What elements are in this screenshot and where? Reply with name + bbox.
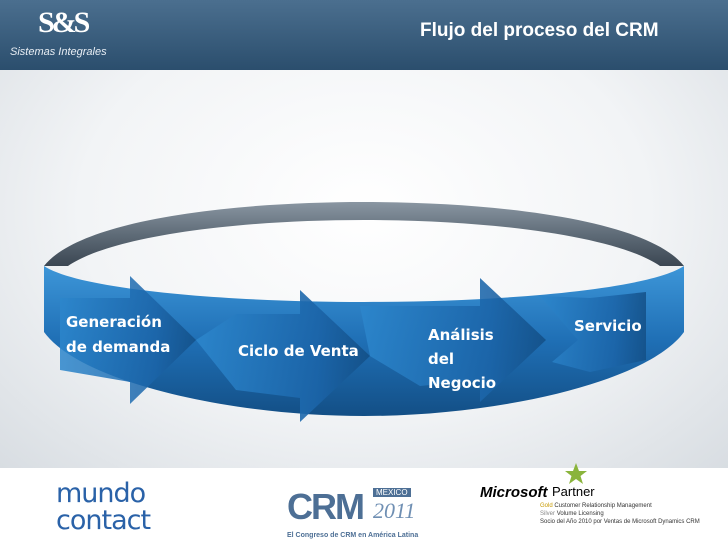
mundo-contact-logo: mundo contact [56,480,150,534]
partner-label: Partner [552,484,595,499]
crm-logo-year: 2011 [373,498,415,524]
footer-logos: mundo contact CRM MEXICO 2011 El Congres… [0,468,728,546]
microsoft-partner-logo: Microsoft Partner Gold Customer Relation… [480,480,720,540]
mundo-line1: mundo [56,480,150,507]
company-logo: S&S Sistemas Integrales [10,6,120,62]
ring-back [44,202,684,266]
crm-process-diagram: Generación de demanda Ciclo de Venta Aná… [0,70,728,468]
logo-text: Sistemas Integrales [10,46,107,58]
crm-logo-country: MEXICO [373,488,411,497]
step-label-2: Ciclo de Venta [238,342,359,360]
header-bar: S&S Sistemas Integrales Flujo del proces… [0,0,728,70]
step-label-4: Servicio [574,317,642,335]
award-text: Socio del Año 2010 por Ventas de Microso… [540,518,700,526]
crm-logo-text: CRM [287,486,363,528]
silver-text: Volume Licensing [557,511,604,517]
silver-label: Silver [540,511,555,517]
content-area: Generación de demanda Ciclo de Venta Aná… [0,70,728,468]
slide-title: Flujo del proceso del CRM [420,20,659,42]
award-star-icon [564,462,588,486]
partner-competencies: Gold Customer Relationship Management Si… [540,502,700,526]
crm-2011-logo: CRM MEXICO 2011 El Congreso de CRM en Am… [287,486,447,546]
crm-logo-tagline: El Congreso de CRM en América Latina [287,532,418,539]
gold-text: Customer Relationship Management [554,503,651,509]
logo-mark: S&S [38,6,87,40]
microsoft-name: Microsoft [480,484,548,501]
mundo-line2: contact [56,507,150,534]
gold-label: Gold [540,503,553,509]
